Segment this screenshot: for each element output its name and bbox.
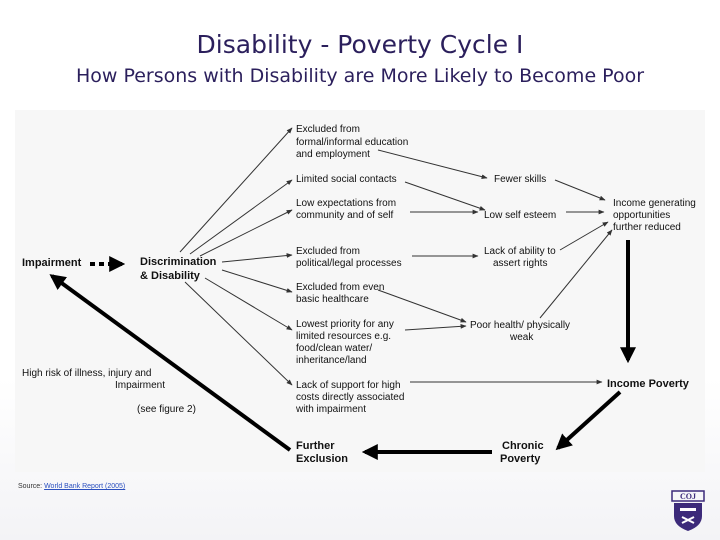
arrow-to-excluded-health <box>221 269 293 293</box>
discrimination-label-2: & Disability <box>140 270 201 282</box>
lowest-priority-3: food/clean water/ <box>296 343 372 354</box>
lack-ability-2: assert rights <box>493 258 547 269</box>
lack-support-1: Lack of support for high <box>296 380 401 391</box>
arrow-social-to-esteem <box>404 181 486 211</box>
income-generating-1: Income generating <box>613 198 696 209</box>
poor-health-1: Poor health/ physically <box>470 320 570 331</box>
arrow-priority-to-poor-health <box>404 323 467 331</box>
arrow-health-to-income <box>539 229 613 319</box>
low-expectations-1: Low expectations from <box>296 198 396 209</box>
lack-ability-1: Lack of ability to <box>484 246 556 257</box>
excluded-health-2: basic healthcare <box>296 294 369 305</box>
slide-subtitle: How Persons with Disability are More Lik… <box>75 65 645 87</box>
further-exclusion-1: Further <box>296 440 335 452</box>
arrow-exclusion-to-impairment <box>49 274 292 452</box>
excluded-education-1: Excluded from <box>296 124 360 135</box>
logo-bar <box>680 508 696 511</box>
high-risk-label-1: High risk of illness, injury and <box>22 368 152 379</box>
poor-health-2: weak <box>509 332 534 343</box>
logo-cross <box>681 516 695 524</box>
lowest-priority-1: Lowest priority for any <box>296 319 394 330</box>
middle-to-right-arrows <box>377 149 613 385</box>
logo-banner <box>671 490 705 502</box>
see-figure-label: (see figure 2) <box>137 404 196 415</box>
source-link[interactable]: World Bank Report (2005) <box>44 483 126 490</box>
further-exclusion-2: Exclusion <box>296 453 348 465</box>
lack-support-2: costs directly associated <box>296 392 404 403</box>
university-crest-logo: COJ <box>671 490 705 531</box>
arrow-to-lack-support <box>184 281 293 386</box>
income-generating-3: further reduced <box>613 222 681 233</box>
income-poverty-label: Income Poverty <box>607 378 690 390</box>
discrimination-label-1: Discrimination <box>140 256 217 268</box>
excluded-political-2: political/legal processes <box>296 258 402 269</box>
lowest-priority-2: limited resources e.g. <box>296 331 391 342</box>
arrow-education-to-skills <box>377 149 488 179</box>
source-prefix: Source: <box>18 483 45 490</box>
arrow-health-to-poor-health <box>377 289 467 323</box>
slide-title: Disability - Poverty Cycle I <box>196 30 524 59</box>
chronic-poverty-1: Chronic <box>502 440 544 452</box>
chronic-poverty-2: Poverty <box>500 453 541 465</box>
limited-social-label: Limited social contacts <box>296 174 397 185</box>
discrimination-fan-arrows <box>179 127 293 386</box>
income-generating-2: opportunities <box>613 210 670 221</box>
low-esteem-label: Low self esteem <box>484 210 556 221</box>
excluded-education-3: and employment <box>296 149 370 160</box>
arrow-rights-to-income <box>559 221 609 251</box>
arrow-to-limited-social <box>189 179 293 255</box>
arrow-poverty-to-chronic <box>555 390 622 451</box>
arrow-to-excluded-education <box>179 127 293 253</box>
arrow-to-excluded-political <box>221 253 293 263</box>
lowest-priority-4: inheritance/land <box>296 355 367 366</box>
low-expectations-2: community and of self <box>296 210 393 221</box>
fewer-skills-label: Fewer skills <box>494 174 546 185</box>
logo-text: COJ <box>680 492 696 501</box>
diagram-panel <box>15 110 705 472</box>
arrow-to-lowest-priority <box>204 277 293 331</box>
high-risk-label-2: Impairment <box>115 380 165 391</box>
excluded-political-1: Excluded from <box>296 246 360 257</box>
arrow-skills-to-income <box>554 179 606 201</box>
logo-shield <box>674 503 702 531</box>
lack-support-3: with impairment <box>295 404 366 415</box>
excluded-education-2: formal/informal education <box>296 137 408 148</box>
cycle-arrows <box>49 240 636 460</box>
impairment-label: Impairment <box>22 257 82 269</box>
excluded-health-1: Excluded from even <box>296 282 384 293</box>
arrow-to-low-expectations <box>199 209 293 257</box>
source-citation: Source: World Bank Report (2005) <box>18 483 125 490</box>
